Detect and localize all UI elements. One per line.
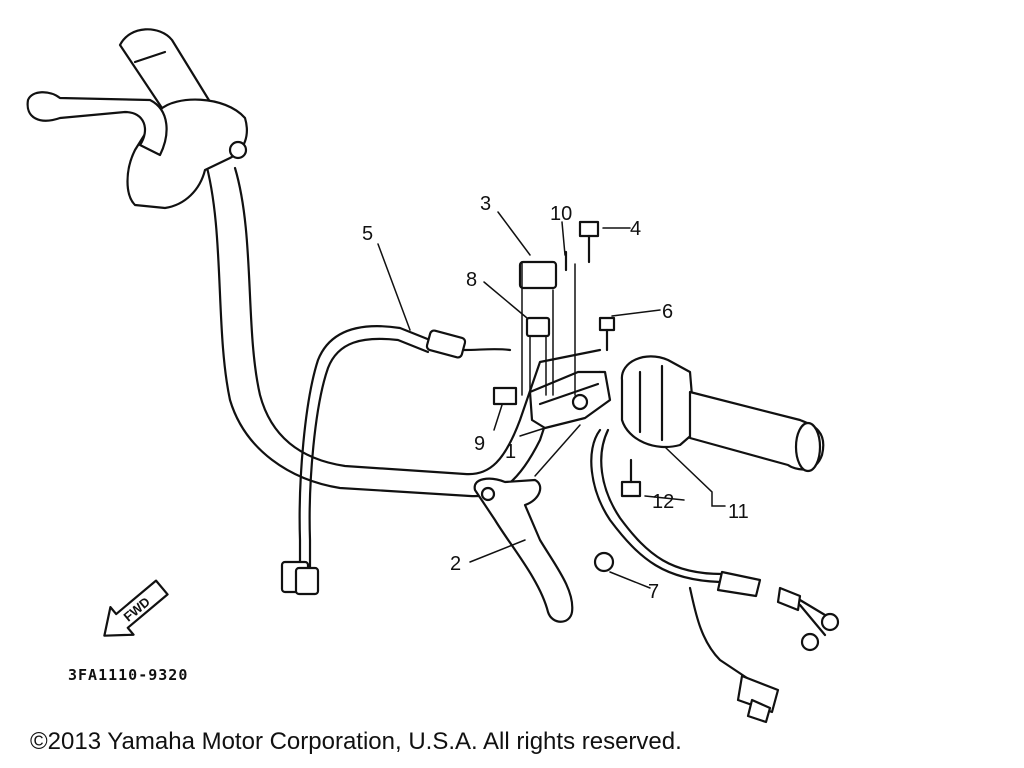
callout-8: 8 [466,269,477,291]
callout-12: 12 [652,491,674,513]
clutch-cable [280,325,512,596]
callout-4: 4 [630,218,641,240]
master-cylinder [528,370,612,430]
callout-6: 6 [662,301,673,323]
callout-2: 2 [450,553,461,575]
part-code: 3FA1110-9320 [68,666,188,684]
callout-11: 11 [728,501,749,523]
leader-lines [377,211,726,589]
clamp-assembly [518,260,576,396]
callout-1: 1 [505,441,516,463]
switch-harness [590,428,840,724]
fwd-arrow-icon: FWD [103,579,169,637]
callout-7: 7 [648,581,659,603]
brake-lever [473,477,574,623]
right-grip-assembly [620,355,825,473]
callout-5: 5 [362,223,373,245]
callout-9: 9 [474,433,485,455]
fasteners [492,220,642,573]
copyright-notice: ©2013 Yamaha Motor Corporation, U.S.A. A… [30,728,682,755]
left-grip-assembly [26,28,248,210]
callout-3: 3 [480,193,491,215]
callout-10: 10 [550,203,572,225]
